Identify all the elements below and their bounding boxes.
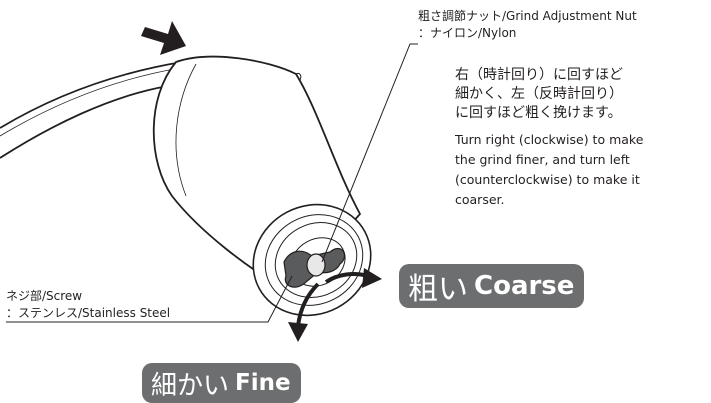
coarse-label-en: Coarse: [474, 271, 575, 301]
screw-label-line1: ネジ部/Screw: [6, 289, 83, 303]
fine-badge: 細かい Fine: [142, 363, 301, 403]
fine-label-en: Fine: [235, 370, 291, 396]
screw-label-line2: ：ステンレス/Stainless Steel: [6, 306, 171, 320]
coarse-label-ja: 粗い: [408, 272, 468, 307]
description-ja-line: 細かく、左（反時計回り）: [455, 86, 623, 102]
description-en-line: Turn right (clockwise) to make: [455, 132, 644, 147]
nut-label: 粗さ調節ナット/Grind Adjustment Nut ：ナイロン/Nylon: [418, 8, 637, 42]
push-arrow-icon: [141, 21, 186, 55]
coarse-badge: 粗い Coarse: [399, 264, 585, 308]
nut-label-line2: ：ナイロン/Nylon: [418, 26, 517, 40]
description-english: Turn right (clockwise) to make the grind…: [455, 130, 643, 210]
description-en-line: coarser.: [455, 192, 505, 207]
description-japanese: 右（時計回り）に回すほど 細かく、左（反時計回り） に回すほど粗く挽けます。: [455, 66, 623, 123]
handle: [0, 61, 183, 159]
description-en-line: the grind finer, and turn left: [455, 152, 630, 167]
description-ja-line: 右（時計回り）に回すほど: [455, 67, 623, 83]
nut-label-line1: 粗さ調節ナット/Grind Adjustment Nut: [418, 9, 637, 23]
fine-label-ja: 細かい: [151, 370, 230, 401]
fine-arrow-icon: [296, 282, 320, 327]
description-ja-line: に回すほど粗く挽けます。: [455, 105, 622, 121]
adjustment-nut: [283, 247, 345, 288]
screw-callout-line: [6, 275, 293, 323]
screw-label: ネジ部/Screw ：ステンレス/Stainless Steel: [6, 288, 170, 322]
description-en-line: (counterclockwise) to make it: [455, 172, 640, 187]
nut-callout-line: [321, 43, 418, 263]
